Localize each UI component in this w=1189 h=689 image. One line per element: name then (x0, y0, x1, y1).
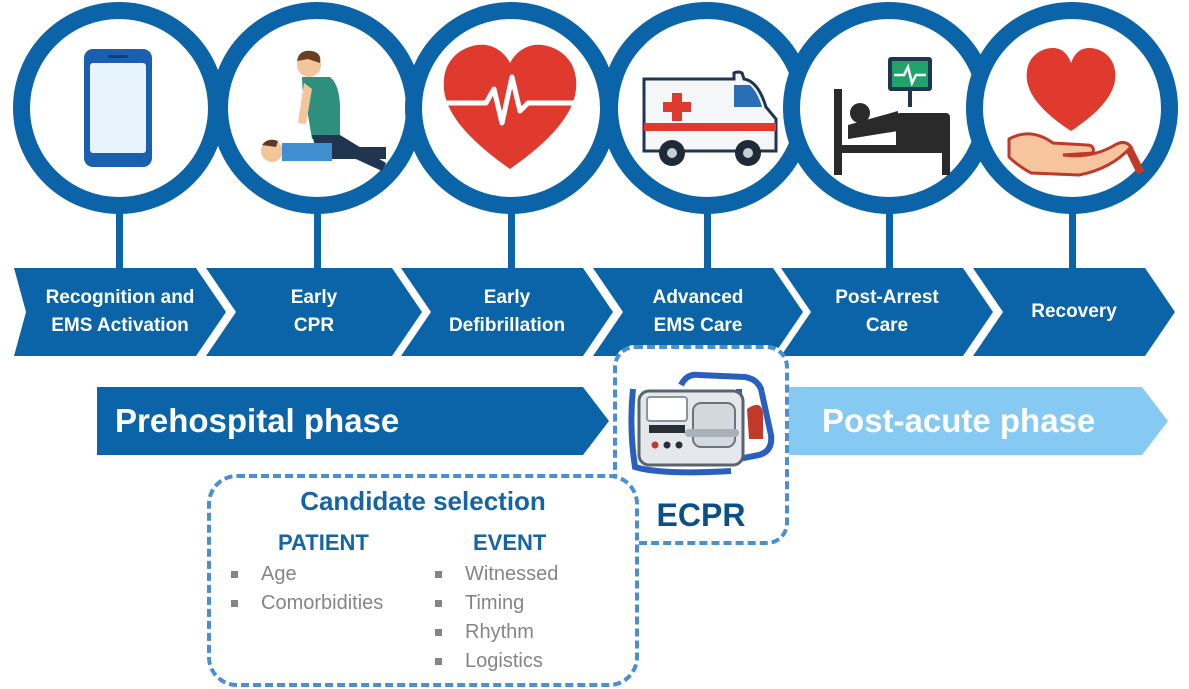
ecpr-label: ECPR (656, 497, 746, 533)
candidate-selection-box: Candidate selection PATIENT Age Comorbid… (207, 474, 639, 687)
heartbeat-icon (443, 44, 577, 169)
chain-link-recovery: Recovery (973, 268, 1175, 356)
ecpr-box: ECPR (613, 345, 789, 545)
list-item: Comorbidities (231, 589, 383, 618)
link-ring-post-arrest (783, 2, 995, 214)
prehospital-phase-arrow: Prehospital phase (97, 387, 609, 455)
chain-link-recognition: Recognition and EMS Activation (14, 268, 226, 356)
chain-link-ems: Advanced EMS Care (593, 268, 803, 356)
list-item: Age (231, 560, 383, 589)
chain-link-cpr: Early CPR (206, 268, 422, 356)
link-ring-recovery (966, 2, 1178, 214)
smartphone-icon (84, 49, 152, 167)
post-acute-phase-arrow: Post-acute phase (772, 387, 1168, 455)
cpr-icon (261, 50, 386, 171)
ring-stem (704, 212, 711, 270)
ring-stem (116, 212, 123, 270)
ring-stem (508, 212, 515, 270)
chain-link-post-arrest: Post-Arrest Care (781, 268, 993, 356)
list-item: Logistics (435, 647, 558, 676)
chain-link-label: Post-Arrest Care (835, 287, 939, 336)
patient-heading: PATIENT (278, 530, 369, 555)
list-item: Timing (435, 589, 558, 618)
event-heading: EVENT (473, 530, 547, 555)
ecmo-machine-icon (628, 371, 775, 476)
ring-stem (1069, 212, 1076, 270)
chain-link-label: Advanced EMS Care (652, 287, 744, 336)
ring-stem (314, 212, 321, 270)
phase-label: Post-acute phase (822, 402, 1096, 439)
candidate-selection-title: Candidate selection (300, 486, 546, 516)
heart-in-hand-icon (1007, 47, 1145, 177)
link-ring-defibrillation (405, 2, 617, 214)
chain-link-label: Early Defibrillation (448, 287, 566, 336)
link-ring-recognition (13, 2, 225, 214)
link-ring-cpr (211, 2, 423, 214)
ring-stem (886, 212, 893, 270)
link-ring-ems (601, 2, 813, 214)
event-criteria-list: Witnessed Timing Rhythm Logistics (435, 560, 558, 676)
chain-link-defibrillation: Early Defibrillation (401, 268, 613, 356)
phase-label: Prehospital phase (115, 402, 400, 439)
list-item: Witnessed (435, 560, 558, 589)
list-item: Rhythm (435, 618, 558, 647)
ambulance-icon (642, 70, 778, 166)
hospital-bed-icon (834, 57, 950, 175)
patient-criteria-list: Age Comorbidities (231, 560, 383, 618)
chain-link-label: Early CPR (290, 287, 338, 336)
chain-link-label: Recovery (1031, 301, 1117, 322)
chain-link-label: Recognition and EMS Activation (45, 287, 195, 336)
